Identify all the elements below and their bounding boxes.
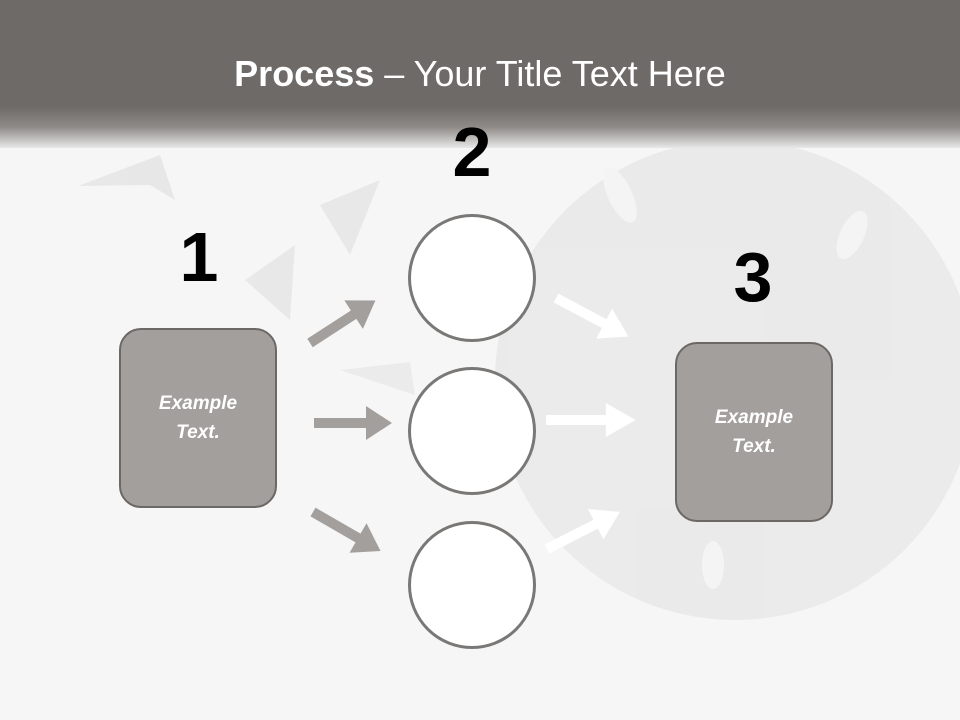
- arrow-left-to-bottom: [304, 497, 390, 566]
- title-bold: Process: [234, 53, 375, 94]
- arrow-middle-to-right: [546, 403, 636, 437]
- process-circle-top[interactable]: [408, 214, 536, 342]
- arrow-left-to-middle: [314, 406, 392, 440]
- example-box-right[interactable]: Example Text.: [675, 342, 833, 522]
- arrow-bottom-to-right: [539, 496, 628, 565]
- title-rest: – Your Title Text Here: [374, 53, 726, 94]
- example-box-left-text: Example Text.: [158, 393, 238, 443]
- step-number-3: 3: [733, 238, 773, 316]
- step-number-2: 2: [452, 113, 492, 191]
- example-box-right-text: Example Text.: [714, 407, 794, 457]
- process-circle-bottom[interactable]: [408, 521, 536, 649]
- example-box-left[interactable]: Example Text.: [119, 328, 277, 508]
- process-circle-middle[interactable]: [408, 367, 536, 495]
- step-number-1: 1: [179, 218, 219, 296]
- header-band: [0, 0, 960, 148]
- arrow-top-to-right: [548, 282, 637, 352]
- arrow-left-to-top: [300, 286, 385, 358]
- slide-title: Process – Your Title Text Here: [0, 52, 960, 96]
